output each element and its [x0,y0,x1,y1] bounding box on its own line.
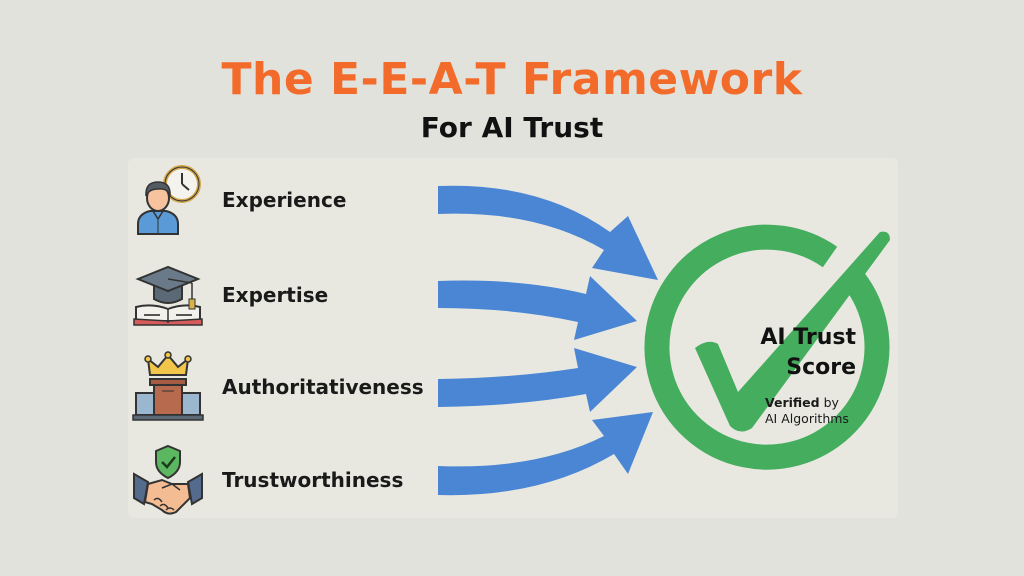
handshake-shield-icon [132,444,204,516]
page-subtitle: For AI Trust [420,111,604,144]
score-title: AI Trust Score [760,325,856,380]
arrow-trustworthiness [438,412,653,496]
green-checkmark-circle-icon [644,224,890,470]
crown-podium-icon [132,351,204,423]
ai-trust-score: AI Trust Score Verified by AI Algorithms [640,220,910,510]
graduation-cap-book-icon [132,259,204,331]
arrow-authoritativeness [438,348,637,412]
pillar-label: Expertise [222,283,329,307]
arrow-experience [438,185,658,280]
pillar-label: Trustworthiness [222,468,404,492]
pillar-label: Experience [222,188,347,212]
pillar-authoritativeness: Authoritativeness [132,349,432,425]
person-clock-icon [132,164,204,236]
page-title: The E-E-A-T Framework [221,54,803,105]
pillar-expertise: Expertise [132,257,432,333]
pillar-experience: Experience [132,162,432,238]
score-subtitle: Verified by AI Algorithms [765,395,849,426]
pillar-label: Authoritativeness [222,375,424,399]
pillar-trustworthiness: Trustworthiness [132,442,432,518]
arrow-expertise [438,276,637,340]
